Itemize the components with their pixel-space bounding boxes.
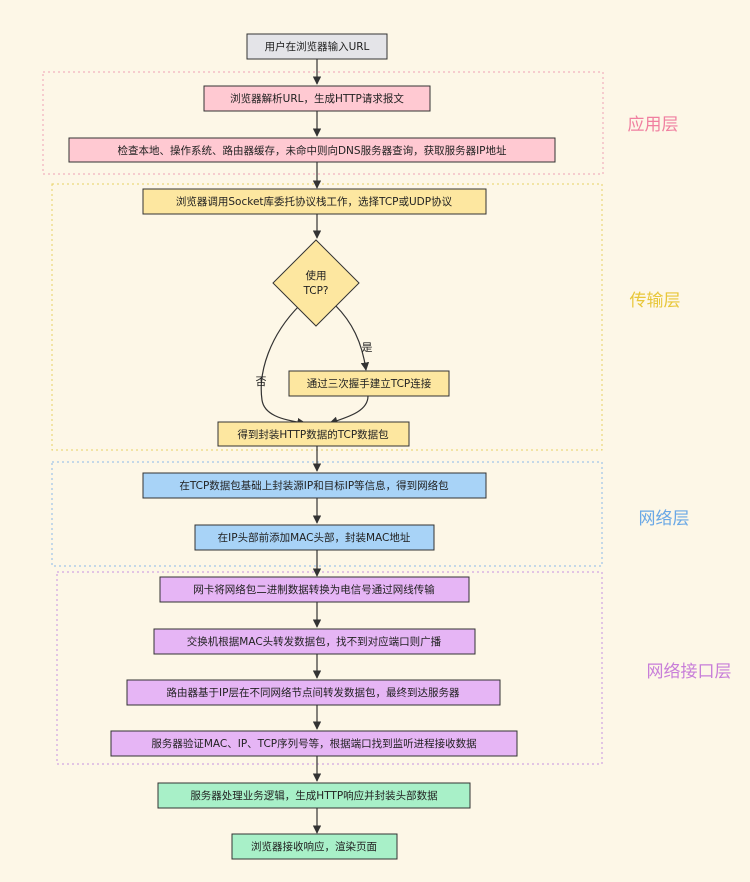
node-nic: 网卡将网络包二进制数据转换为电信号通过网线传输 [159, 576, 470, 603]
node-decision-tcp: 使用 TCP? [272, 239, 360, 327]
svg-text:浏览器接收响应，渲染页面: 浏览器接收响应，渲染页面 [251, 840, 377, 853]
node-tcp-packet: 得到封装HTTP数据的TCP数据包 [217, 421, 410, 447]
layer-frame-application [42, 71, 604, 175]
svg-text:浏览器解析URL，生成HTTP请求报文: 浏览器解析URL，生成HTTP请求报文 [230, 92, 404, 105]
layer-frame-transport [51, 183, 603, 451]
edge-decision-no [260, 304, 306, 427]
node-mac-header: 在IP头部前添加MAC头部，封装MAC地址 [194, 524, 435, 551]
node-switch: 交换机根据MAC头转发数据包，找不到对应端口则广播 [153, 628, 476, 655]
svg-text:在TCP数据包基础上封装源IP和目标IP等信息，得到网络包: 在TCP数据包基础上封装源IP和目标IP等信息，得到网络包 [179, 479, 449, 492]
svg-text:在IP头部前添加MAC头部，封装MAC地址: 在IP头部前添加MAC头部，封装MAC地址 [218, 531, 411, 544]
connectors [260, 59, 370, 834]
layer-frame-network [51, 461, 603, 567]
node-ip-packet: 在TCP数据包基础上封装源IP和目标IP等信息，得到网络包 [142, 472, 487, 499]
svg-text:网卡将网络包二进制数据转换为电信号通过网线传输: 网卡将网络包二进制数据转换为电信号通过网线传输 [193, 583, 435, 596]
svg-text:用户在浏览器输入URL: 用户在浏览器输入URL [265, 40, 370, 53]
svg-text:检查本地、操作系统、路由器缓存，未命中则向DNS服务器查询，: 检查本地、操作系统、路由器缓存，未命中则向DNS服务器查询，获取服务器IP地址 [117, 144, 507, 157]
layer-label-network: 网络层 [639, 509, 690, 529]
node-router: 路由器基于IP层在不同网络节点间转发数据包，最终到达服务器 [126, 679, 501, 706]
svg-text:得到封装HTTP数据的TCP数据包: 得到封装HTTP数据的TCP数据包 [237, 428, 389, 441]
node-server-process: 服务器处理业务逻辑，生成HTTP响应并封装头部数据 [157, 782, 471, 809]
node-render: 浏览器接收响应，渲染页面 [231, 833, 398, 860]
svg-text:使用: 使用 [306, 269, 327, 282]
edge-label-yes: 是 [362, 341, 373, 354]
svg-text:服务器验证MAC、IP、TCP序列号等，根据端口找到监听进程: 服务器验证MAC、IP、TCP序列号等，根据端口找到监听进程接收数据 [151, 737, 477, 750]
node-dns-lookup: 检查本地、操作系统、路由器缓存，未命中则向DNS服务器查询，获取服务器IP地址 [68, 137, 556, 163]
layer-label-link: 网络接口层 [647, 662, 732, 682]
svg-text:交换机根据MAC头转发数据包，找不到对应端口则广播: 交换机根据MAC头转发数据包，找不到对应端口则广播 [187, 635, 442, 648]
layer-label-application: 应用层 [628, 115, 679, 135]
svg-text:浏览器调用Socket库委托协议栈工作，选择TCP或UDP协: 浏览器调用Socket库委托协议栈工作，选择TCP或UDP协议 [176, 195, 453, 208]
edge-label-no: 否 [256, 375, 267, 388]
node-parse-url: 浏览器解析URL，生成HTTP请求报文 [203, 85, 431, 112]
node-server-verify: 服务器验证MAC、IP、TCP序列号等，根据端口找到监听进程接收数据 [110, 730, 518, 757]
svg-text:服务器处理业务逻辑，生成HTTP响应并封装头部数据: 服务器处理业务逻辑，生成HTTP响应并封装头部数据 [190, 789, 438, 802]
svg-text:路由器基于IP层在不同网络节点间转发数据包，最终到达服务器: 路由器基于IP层在不同网络节点间转发数据包，最终到达服务器 [167, 686, 460, 699]
layer-frame-link [56, 571, 603, 765]
svg-text:通过三次握手建立TCP连接: 通过三次握手建立TCP连接 [307, 377, 432, 390]
svg-text:TCP?: TCP? [302, 285, 328, 297]
node-handshake: 通过三次握手建立TCP连接 [288, 370, 450, 397]
node-socket: 浏览器调用Socket库委托协议栈工作，选择TCP或UDP协议 [142, 188, 487, 215]
edge-handshake-packet [329, 395, 369, 425]
node-start: 用户在浏览器输入URL [246, 33, 388, 60]
edge-decision-yes [334, 304, 370, 371]
layer-label-transport: 传输层 [630, 291, 681, 311]
